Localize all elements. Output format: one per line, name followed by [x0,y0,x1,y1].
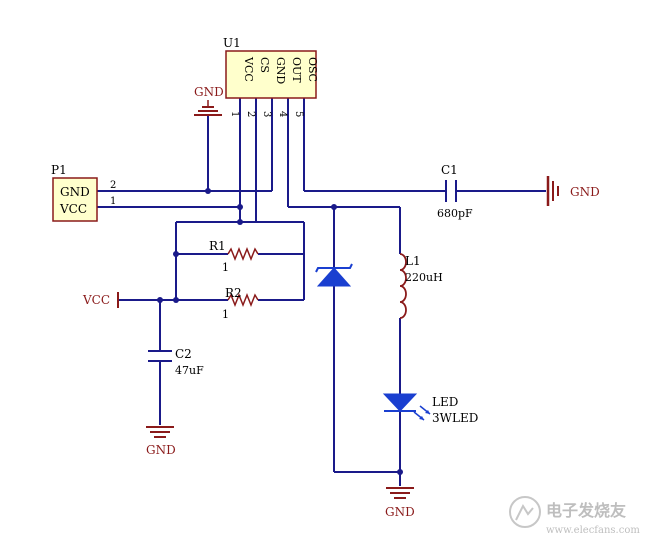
watermark-text: 电子发烧友 [546,501,627,520]
gnd-bottom-symbol: GND [385,487,415,519]
u1-pin-number-5: 5 [293,111,304,117]
u1-pin-name-vcc: VCC [242,56,255,82]
junction-dot [157,297,163,303]
p1-connector[interactable]: P1 GND VCC 2 1 [51,163,116,222]
u1-chip[interactable]: U1 VCC CS GND OUT OSC 1 2 3 4 5 [223,36,319,117]
c1-designator: C1 [441,163,458,177]
r2-resistor[interactable]: R2 1 [222,286,259,321]
vcc-left-port: VCC [82,292,119,308]
c1-value: 680pF [437,207,473,220]
gnd-c2-symbol: GND [146,426,176,457]
watermark-logo-icon [509,496,541,528]
watermark-logo-mark [515,503,534,521]
junction-dot [237,219,243,225]
gnd-c2-label: GND [146,443,176,457]
u1-designator: U1 [223,36,241,50]
l1-inductor[interactable]: L1 220uH [399,253,443,319]
led-designator: LED [432,395,458,409]
led-diode[interactable]: LED 3WLED [382,393,478,425]
junction-dot [397,469,403,475]
watermark: 电子发烧友 www.elecfans.com [509,496,640,536]
r2-designator: R2 [225,286,242,300]
r2-value: 1 [222,308,229,321]
p1-pin-name-vcc: VCC [59,202,87,216]
p1-body [52,177,98,222]
p1-designator: P1 [51,163,67,177]
led-triangle [382,393,418,412]
p1-pin-number-1: 1 [110,196,116,207]
r1-designator: R1 [209,239,226,253]
gnd-right-symbol: GND [546,176,600,206]
gnd-right-label: GND [570,185,600,199]
l1-value: 220uH [405,271,443,284]
c2-capacitor[interactable]: C2 47uF [148,347,204,377]
diode-bar [315,263,353,273]
u1-body [225,50,317,99]
junction-dot [331,204,337,210]
l1-coil [399,253,407,319]
c2-value: 47uF [175,364,204,377]
p1-pin-name-gnd: GND [60,185,90,199]
r1-resistor[interactable]: R1 1 [209,239,259,274]
l1-designator: L1 [405,254,421,268]
u1-pin-number-3: 3 [261,111,272,117]
gnd-top-symbol: GND [194,85,224,116]
junctions [157,188,403,475]
c2-designator: C2 [175,347,192,361]
u1-pin-name-out: OUT [290,57,303,83]
junction-dot [173,251,179,257]
r2-zigzag [227,292,259,308]
led-value: 3WLED [432,411,478,425]
schottky-diode[interactable] [315,263,353,287]
u1-pin-name-osc: OSC [306,57,319,82]
watermark-url: www.elecfans.com [546,525,640,536]
p1-pin-number-2: 2 [110,180,116,191]
junction-dot [173,297,179,303]
gnd-bottom-label: GND [385,505,415,519]
junction-dot [237,204,243,210]
diode-triangle [316,267,352,287]
u1-pin-name-cs: CS [258,57,271,73]
vcc-left-label: VCC [82,293,110,307]
u1-pin-number-1: 1 [229,111,240,117]
gnd-top-label: GND [194,85,224,99]
u1-pin-name-gnd: GND [274,57,287,84]
wires [97,98,546,486]
u1-pin-number-4: 4 [277,111,288,117]
r1-value: 1 [222,261,229,274]
c1-capacitor[interactable]: C1 680pF [437,163,473,220]
led-ray-arrow [425,410,430,414]
u1-pin-number-2: 2 [245,111,256,117]
junction-dot [205,188,211,194]
led-ray-arrow [419,416,424,420]
r1-zigzag [227,246,259,262]
